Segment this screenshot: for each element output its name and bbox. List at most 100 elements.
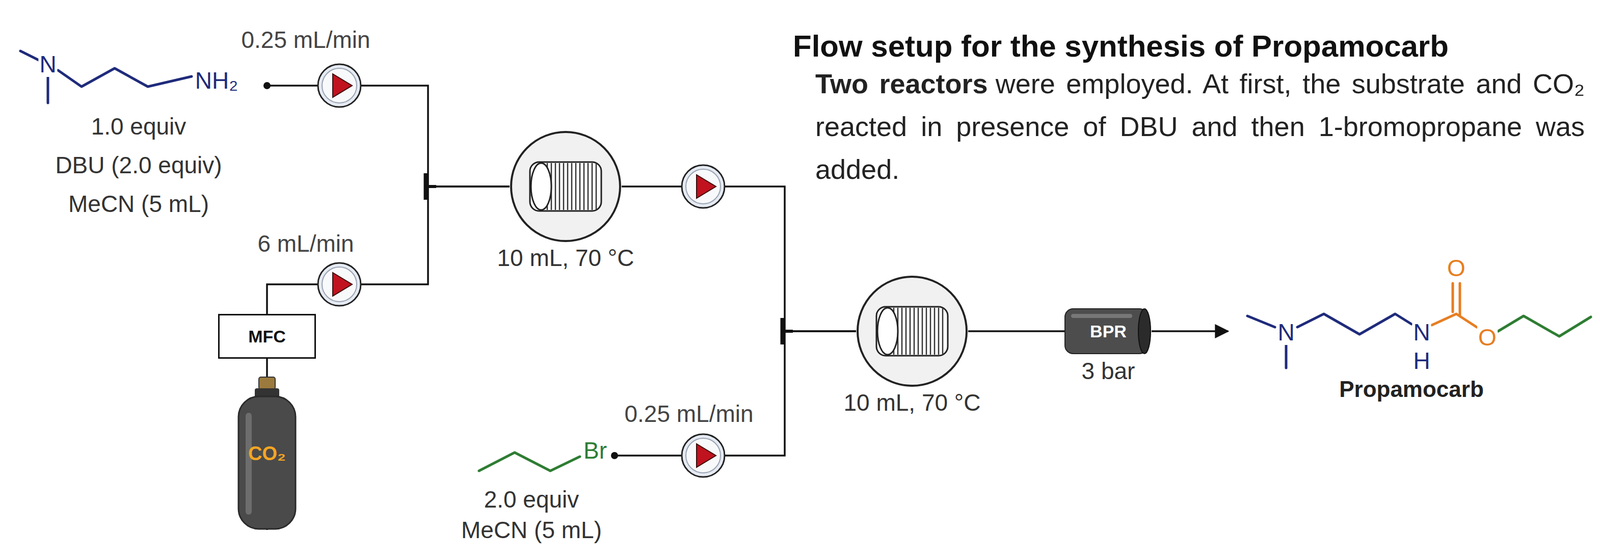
atom-label: NH₂ [194,67,239,94]
t-junction [782,329,793,333]
coil-winding [929,307,932,355]
amine-structure [20,50,192,103]
caption-text: MeCN (5 mL) [68,184,209,224]
pump-symbol [317,64,361,108]
node-shape [10,45,268,108]
coil-winding [571,163,573,210]
pump-ring [685,438,721,473]
pump-symbol [317,262,361,306]
coil-reactor: 10 mL, 70 °C [856,275,969,418]
pump-ring [685,169,721,204]
pump-triangle [332,73,353,98]
inlet-dot [610,451,619,460]
shape-area: CO₂ [236,377,298,530]
coil-winding [905,307,908,355]
coil-winding [909,307,912,355]
flow-rate: 0.25 mL/min [237,25,373,54]
reagent-block: 1.0 equivDBU (2.0 equiv)MeCN (5 mL) [10,45,268,224]
coil-winding [921,307,924,355]
caption-text: 3 bar [1081,355,1136,387]
node-shape [509,130,622,243]
pump-symbol [681,165,725,208]
coil-winding [917,307,920,355]
node-shape [448,433,615,485]
cylinder-valve [258,377,276,390]
coil-winding [575,163,577,210]
coil-winding [567,163,569,210]
shape-area: BPR [1064,306,1152,356]
gas-cylinder: CO₂ [236,377,298,530]
caption-text: MeCN (5 mL) [461,514,602,546]
atom-label: N [38,51,58,77]
coil-winding [591,163,594,210]
coil-reactor: 10 mL, 70 °C [509,130,622,274]
pump-body [317,262,361,306]
coil-winding [554,163,557,210]
pump-body [681,165,725,208]
flow-line [621,186,857,332]
caption-text: 1.0 equiv [91,107,187,146]
double-bond [1452,283,1460,315]
pump-body [681,434,725,477]
coil-winding [925,307,928,355]
bpr-body [1064,308,1148,354]
bond [1285,344,1288,368]
shape-area [1228,254,1595,376]
bond [46,76,50,103]
coil-end [530,163,552,210]
pump-triangle [332,272,353,297]
pump-triangle [696,174,716,199]
coil-winding [558,163,561,210]
bpr-end [1138,308,1151,354]
coil-winding [934,307,936,355]
pump-ring [322,267,357,302]
caption-text: 10 mL, 70 °C [497,242,635,274]
atom-label: N [1411,319,1431,345]
bond [1498,315,1591,337]
flow-line [1151,330,1229,333]
flow-line [267,85,510,187]
shape-label: MFC [248,326,286,347]
flow-line [968,330,1065,333]
pump-ring [322,68,357,103]
inlet-dot [263,82,271,90]
bond [20,50,39,61]
shape-area [509,130,622,243]
caption-text: DBU (2.0 equiv) [55,145,222,185]
atom-label: O [1477,324,1498,351]
reactor-outline [511,131,621,242]
bromopropane-structure [478,452,580,471]
bond [1297,313,1412,335]
back-pressure-regulator: BPR 3 bar [1064,306,1152,387]
reactor-outline [857,276,967,386]
coil-winding [587,163,590,210]
bond [478,452,580,471]
coil-frame [529,162,602,211]
shape-label: BPR [1089,321,1127,342]
flow-rate: 0.25 mL/min [621,400,757,428]
atom-label: N [1276,319,1296,345]
reagent-block: 2.0 equivMeCN (5 mL) [448,433,615,546]
atom-label: Br [582,437,608,464]
coil-winding [595,163,598,210]
shape-label: CO₂ [248,442,286,465]
atom-label: O [1446,255,1467,281]
cylinder-body [238,396,296,529]
shape-area [448,433,615,485]
pump-triangle [696,443,716,468]
caption-text: 2.0 equiv [484,484,580,515]
atom-label: H [1411,348,1431,374]
shape-area: MFC [218,313,316,359]
flow-line [614,331,857,456]
bond [1247,315,1275,328]
caption-text: Propamocarb [1339,375,1484,404]
coil-winding [942,307,944,355]
coil-winding [583,163,585,210]
caption-text: 10 mL, 70 °C [843,387,981,418]
coil-winding [938,307,940,355]
shape-area [856,275,969,388]
coil-winding [913,307,916,355]
shape-area [10,45,268,108]
description: Two reactorswere employed. At first, the… [815,62,1585,191]
